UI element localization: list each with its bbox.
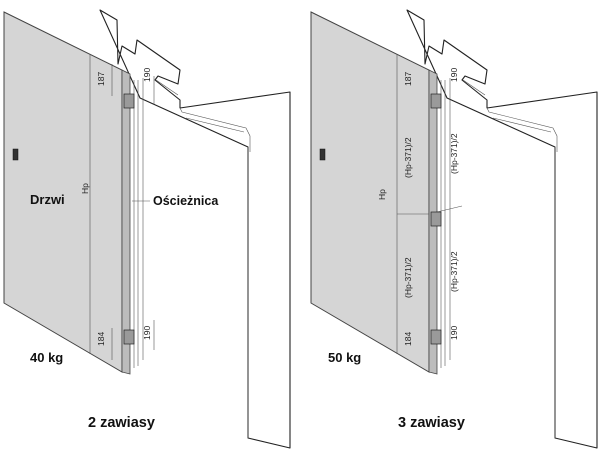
right-lock-icon [319,148,326,161]
left-dim-bottom-left: 184 [96,332,106,346]
right-assembly: 187 190 Hp (Hp-371)/2 (Hp-371)/2 (Hp-371… [310,9,598,449]
left-dim-hp: Hp [80,183,90,194]
left-door-label: Drzwi [30,192,65,207]
left-frame-label: Ościeżnica [153,194,219,208]
right-dim-mid-lower-left: (Hp-371)/2 [403,257,413,298]
left-lock-icon [12,148,19,161]
right-weight: 50 kg [328,350,361,365]
right-hinge-top [430,93,442,109]
right-hinge-bottom [430,329,442,345]
right-hinge-middle [430,211,442,227]
right-dim-mid-upper-right: (Hp-371)/2 [449,133,459,174]
left-hinge-top [123,93,135,109]
right-dim-bottom-right: 190 [449,326,459,340]
left-hinge-bottom [123,329,135,345]
right-dim-hp: Hp [377,189,387,200]
right-dim-top-right: 190 [449,68,459,82]
left-weight: 40 kg [30,350,63,365]
right-door-panel [310,11,430,373]
left-dim-top-right: 190 [142,68,152,82]
right-dim-top-left: 187 [403,72,413,86]
left-caption: 2 zawiasy [88,415,155,431]
left-dim-top-left: 187 [96,72,106,86]
right-dim-mid-upper-left: (Hp-371)/2 [403,137,413,178]
left-dim-bottom-right: 190 [142,326,152,340]
right-caption: 3 zawiasy [398,415,465,431]
left-door-edge [121,69,131,375]
right-dim-mid-lower-right: (Hp-371)/2 [449,251,459,292]
right-dim-bottom-left: 184 [403,332,413,346]
left-assembly: Drzwi Ościeżnica 187 190 Hp 184 190 40 k… [3,9,291,449]
